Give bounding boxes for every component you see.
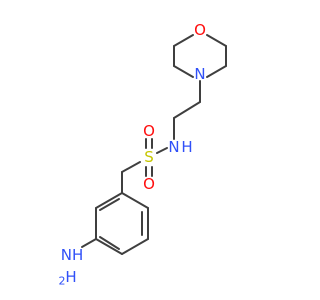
atom-nh2-h: H: [65, 268, 76, 286]
bond-benz-3: [121, 238, 149, 255]
bond-ring-ul-o: [173, 34, 194, 47]
atom-label-layer: O N N H S O O NH H 2: [59, 21, 206, 288]
bond-nh-s: [156, 147, 168, 154]
bond-ring-nh2: [81, 238, 97, 248]
bond-benz-inner-3: [99, 198, 120, 211]
atom-o-bottom: O: [143, 175, 155, 193]
atom-n-amide-h: H: [181, 138, 192, 156]
bond-benz-4: [95, 238, 123, 255]
bond-benz-inner-2: [99, 236, 120, 250]
bond-ch2a-ch2b: [173, 101, 201, 119]
atom-n-amide: N: [168, 138, 179, 156]
bond-benz-1: [121, 192, 149, 209]
atom-nh2: NH: [61, 246, 84, 264]
bond-s-ch2: [121, 161, 141, 173]
bond-ring-o-ur: [206, 34, 227, 47]
bond-layer: [81, 34, 227, 255]
atom-o-left: O: [143, 122, 155, 140]
molecule-structure: O N N H S O O NH H 2: [59, 21, 227, 288]
atom-n-ring: N: [194, 65, 205, 83]
atom-nh2-subscript: 2: [59, 275, 66, 288]
bond-ring-n-ll: [173, 65, 194, 78]
atom-sulfur: S: [144, 148, 154, 166]
atom-o-ring: O: [194, 21, 206, 39]
bond-benz-6: [95, 192, 123, 209]
bond-ring-lr-n: [206, 65, 227, 78]
